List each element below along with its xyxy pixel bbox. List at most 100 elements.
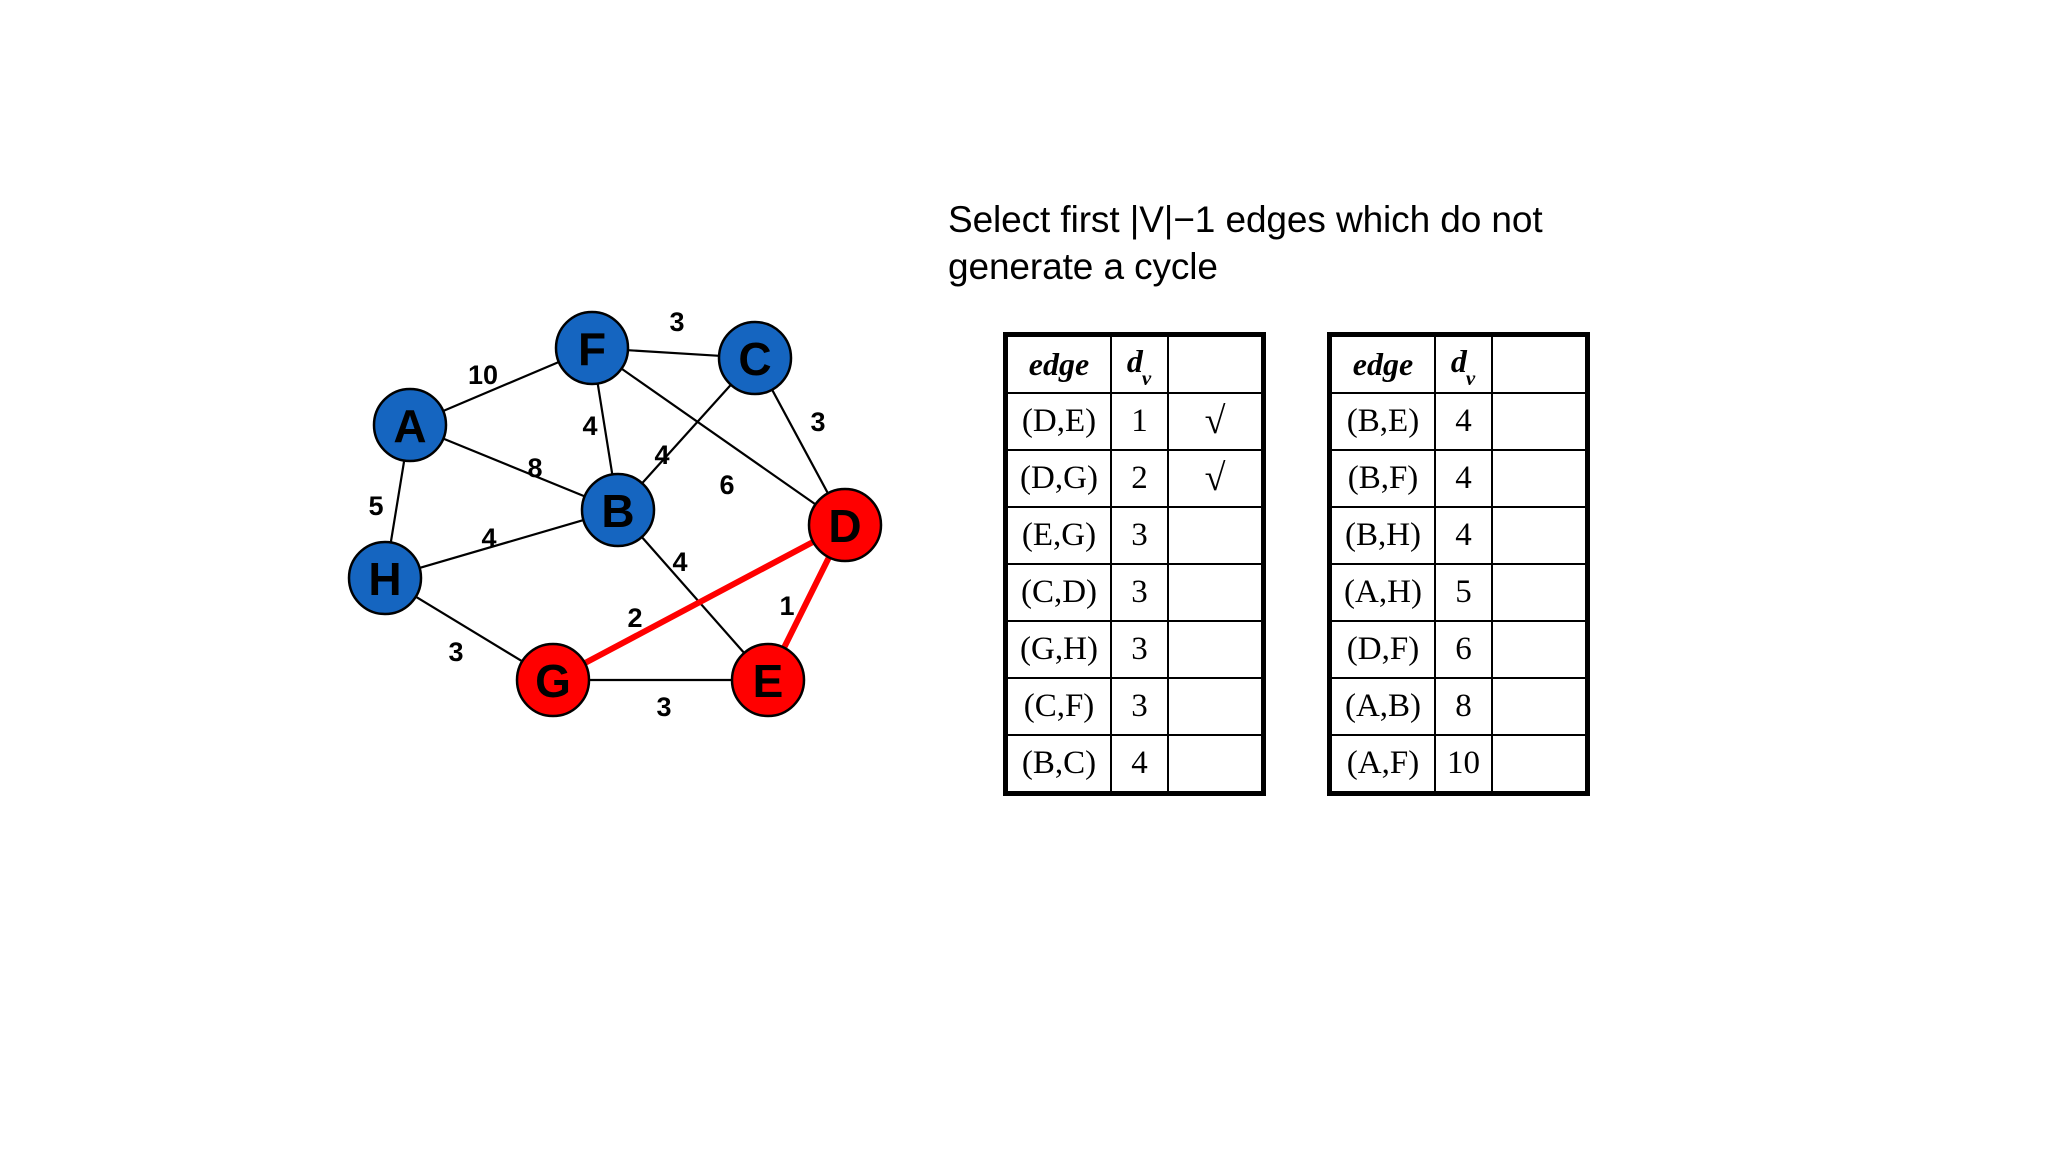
cell-mark-empty[interactable] — [1491, 563, 1589, 622]
graph-node-C[interactable] — [717, 320, 793, 396]
table-row[interactable]: (B,E)4 — [1328, 392, 1589, 451]
cell-dv: 4 — [1110, 734, 1169, 795]
cell-mark-empty[interactable] — [1167, 620, 1265, 679]
graph-edge-A-B — [442, 437, 586, 498]
cell-dv: 5 — [1434, 563, 1493, 622]
header-dv-base: d — [1450, 343, 1467, 380]
edge-weight-C-D: 3 — [810, 407, 825, 437]
cell-mark-empty[interactable] — [1491, 620, 1589, 679]
graph-edge-G-D — [581, 538, 817, 667]
cell-edge: (B,H) — [1328, 506, 1436, 565]
graph-node-label-G: G — [535, 655, 571, 707]
graph-node-label-C: C — [738, 333, 771, 385]
table-header-row: edge dv — [1004, 333, 1265, 394]
cell-dv: 1 — [1110, 392, 1169, 451]
header-edge: edge — [1328, 333, 1436, 394]
node-circles-group — [347, 310, 883, 718]
table-2-body: (B,E)4(B,F)4(B,H)4(A,H)5(D,F)6(A,B)8(A,F… — [1328, 392, 1589, 795]
graph-edge-B-E — [640, 535, 746, 655]
edge-weight-A-B: 8 — [527, 453, 542, 483]
edge-weight-B-H: 4 — [481, 523, 496, 553]
table-row[interactable]: (B,F)4 — [1328, 449, 1589, 508]
edge-weight-G-D: 2 — [627, 603, 642, 633]
table-row[interactable]: (B,C)4 — [1004, 734, 1265, 795]
cell-dv: 3 — [1110, 620, 1169, 679]
graph-edge-C-D — [770, 388, 830, 495]
table-row[interactable]: (D,F)6 — [1328, 620, 1589, 679]
cell-edge: (D,E) — [1004, 392, 1112, 451]
instruction-text: Select first |V|−1 edges which do not ge… — [948, 199, 1543, 288]
table-row[interactable]: (E,G)3 — [1004, 506, 1265, 565]
graph-node-F[interactable] — [554, 310, 630, 386]
graph-node-label-A: A — [393, 400, 426, 452]
graph-node-label-D: D — [828, 500, 861, 552]
cell-mark-empty[interactable] — [1491, 506, 1589, 565]
edge-weight-F-B: 4 — [582, 411, 597, 441]
edge-weight-B-E: 4 — [672, 547, 687, 577]
header-dv-subscript: v — [1141, 365, 1152, 390]
graph-edge-B-H — [418, 518, 585, 570]
graph-node-H[interactable] — [347, 540, 423, 616]
table-row[interactable]: (D,G)2√ — [1004, 449, 1265, 508]
cell-dv: 4 — [1434, 506, 1493, 565]
edge-weight-A-H: 5 — [368, 491, 383, 521]
cell-dv: 3 — [1110, 506, 1169, 565]
graph-edge-F-B — [596, 382, 614, 476]
edge-weight-G-E: 3 — [656, 692, 671, 722]
graph-node-A[interactable] — [372, 387, 448, 463]
table-header-row: edge dv — [1328, 333, 1589, 394]
header-edge: edge — [1004, 333, 1112, 394]
graph-edge-C-B — [641, 383, 732, 485]
graph-node-D[interactable] — [807, 487, 883, 563]
table-1-body: (D,E)1√(D,G)2√(E,G)3(C,D)3(G,H)3(C,F)3(B… — [1004, 392, 1265, 795]
cell-mark-empty[interactable] — [1167, 563, 1265, 622]
table-row[interactable]: (G,H)3 — [1004, 620, 1265, 679]
cell-mark-empty[interactable] — [1491, 677, 1589, 736]
checkmark-icon: √ — [1204, 399, 1226, 442]
table-row[interactable]: (C,F)3 — [1004, 677, 1265, 736]
table-row[interactable]: (C,D)3 — [1004, 563, 1265, 622]
cell-mark-empty[interactable] — [1491, 392, 1589, 451]
edge-lines-group — [389, 349, 832, 682]
edge-weight-C-B: 4 — [654, 440, 669, 470]
header-dv-subscript: v — [1465, 365, 1476, 390]
cell-edge: (B,C) — [1004, 734, 1112, 795]
cell-dv: 4 — [1434, 449, 1493, 508]
cell-mark-empty[interactable] — [1167, 734, 1265, 795]
graph-node-E[interactable] — [730, 642, 806, 718]
edge-weight-A-F: 10 — [468, 360, 498, 390]
cell-checkmark[interactable]: √ — [1167, 392, 1265, 451]
cell-mark-empty[interactable] — [1491, 734, 1589, 795]
cell-checkmark[interactable]: √ — [1167, 449, 1265, 508]
cell-edge: (C,D) — [1004, 563, 1112, 622]
edge-weight-E-D: 1 — [779, 591, 794, 621]
cell-edge: (B,E) — [1328, 392, 1436, 451]
cell-mark-empty[interactable] — [1491, 449, 1589, 508]
cell-dv: 3 — [1110, 677, 1169, 736]
header-dv: dv — [1434, 333, 1493, 394]
table-row[interactable]: (B,H)4 — [1328, 506, 1589, 565]
graph-node-label-B: B — [601, 485, 634, 537]
cell-edge: (D,F) — [1328, 620, 1436, 679]
graph-edge-A-F — [442, 360, 560, 413]
table-row[interactable]: (A,F)10 — [1328, 734, 1589, 795]
cell-dv: 8 — [1434, 677, 1493, 736]
cell-edge: (A,H) — [1328, 563, 1436, 622]
cell-edge: (A,B) — [1328, 677, 1436, 736]
graph-node-label-H: H — [368, 553, 401, 605]
graph-node-B[interactable] — [580, 472, 656, 548]
graph-edge-E-D — [781, 554, 832, 651]
cell-dv: 2 — [1110, 449, 1169, 508]
cell-dv: 3 — [1110, 563, 1169, 622]
table-row[interactable]: (D,E)1 √ — [1004, 392, 1265, 451]
cell-mark-empty[interactable] — [1167, 506, 1265, 565]
header-dv: dv — [1110, 333, 1169, 394]
graph-node-G[interactable] — [515, 642, 591, 718]
table-row[interactable]: (A,B)8 — [1328, 677, 1589, 736]
table-row[interactable]: (A,H)5 — [1328, 563, 1589, 622]
cell-mark-empty[interactable] — [1167, 677, 1265, 736]
